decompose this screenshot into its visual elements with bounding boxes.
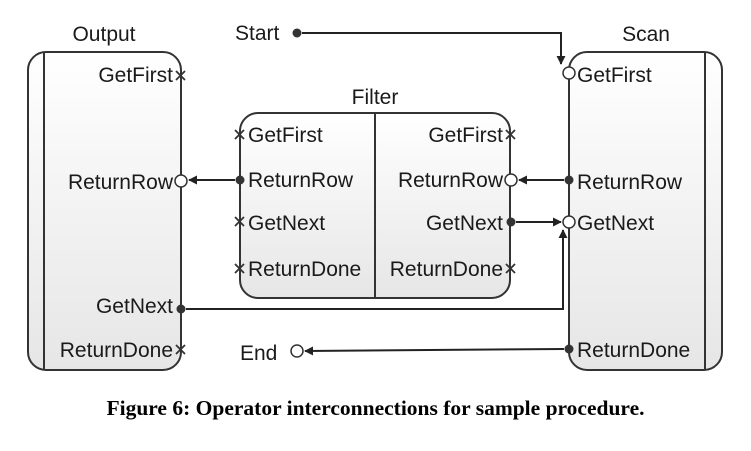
output-operator: Output GetFirst ReturnRow GetNext Return… [27, 23, 188, 371]
filter-right-getnext-output-port-icon [506, 217, 516, 227]
filter-left-getnext-unused-x-icon [234, 216, 245, 227]
scan-port-getfirst: GetFirst [577, 64, 652, 87]
output-returnrow-input-port-icon [174, 174, 188, 188]
connector-output-getnext-to-scan [186, 229, 568, 310]
scan-box [568, 51, 723, 371]
filter-left-port-returndone: ReturnDone [248, 258, 361, 281]
filter-left-port-getnext: GetNext [248, 212, 325, 235]
output-port-getnext: GetNext [96, 295, 173, 318]
scan-returnrow-output-port-icon [564, 175, 574, 185]
output-getnext-output-port-icon [176, 304, 186, 314]
output-getfirst-unused-x-icon [175, 70, 186, 81]
connector-scan-returndone-to-end [304, 346, 565, 356]
filter-right-port-returnrow: ReturnRow [398, 169, 504, 192]
filter-left-getfirst-unused-x-icon [234, 129, 245, 140]
filter-right-returndone-unused-x-icon [505, 263, 516, 274]
filter-left-port-getfirst: GetFirst [248, 124, 323, 147]
scan-returndone-output-port-icon [564, 344, 574, 354]
scan-port-returndone: ReturnDone [577, 339, 690, 362]
filter-right-returnrow-input-port-icon [504, 173, 518, 187]
filter-right-port-getnext: GetNext [426, 212, 503, 235]
scan-port-returnrow: ReturnRow [577, 171, 683, 194]
output-port-returndone: ReturnDone [60, 339, 173, 362]
filter-right-getfirst-unused-x-icon [505, 129, 516, 140]
output-box [27, 51, 182, 371]
filter-operator: Filter GetFirst ReturnRow GetNext Return… [234, 86, 518, 299]
filter-title: Filter [352, 86, 399, 109]
start-label: Start [235, 22, 280, 45]
scan-title: Scan [622, 23, 670, 46]
scan-getfirst-input-port-icon [562, 66, 576, 80]
filter-left-returnrow-output-port-icon [235, 175, 245, 185]
filter-left-port-returnrow: ReturnRow [248, 169, 354, 192]
output-port-returnrow: ReturnRow [68, 171, 174, 194]
start-port-icon [292, 28, 302, 38]
scan-getnext-input-port-icon [562, 215, 576, 229]
end-port-icon [290, 344, 304, 358]
output-port-getfirst: GetFirst [98, 64, 173, 87]
filter-right-port-returndone: ReturnDone [390, 258, 503, 281]
filter-left-returndone-unused-x-icon [234, 263, 245, 274]
scan-operator: Scan GetFirst ReturnRow GetNext ReturnDo… [562, 23, 723, 371]
filter-right-port-getfirst: GetFirst [428, 124, 503, 147]
output-returndone-unused-x-icon [175, 344, 186, 355]
connector-start-to-scan-getfirst [302, 32, 566, 65]
figure-caption: Figure 6: Operator interconnections for … [106, 396, 645, 420]
output-title: Output [72, 23, 135, 46]
scan-port-getnext: GetNext [577, 212, 654, 235]
end-label: End [240, 342, 277, 365]
